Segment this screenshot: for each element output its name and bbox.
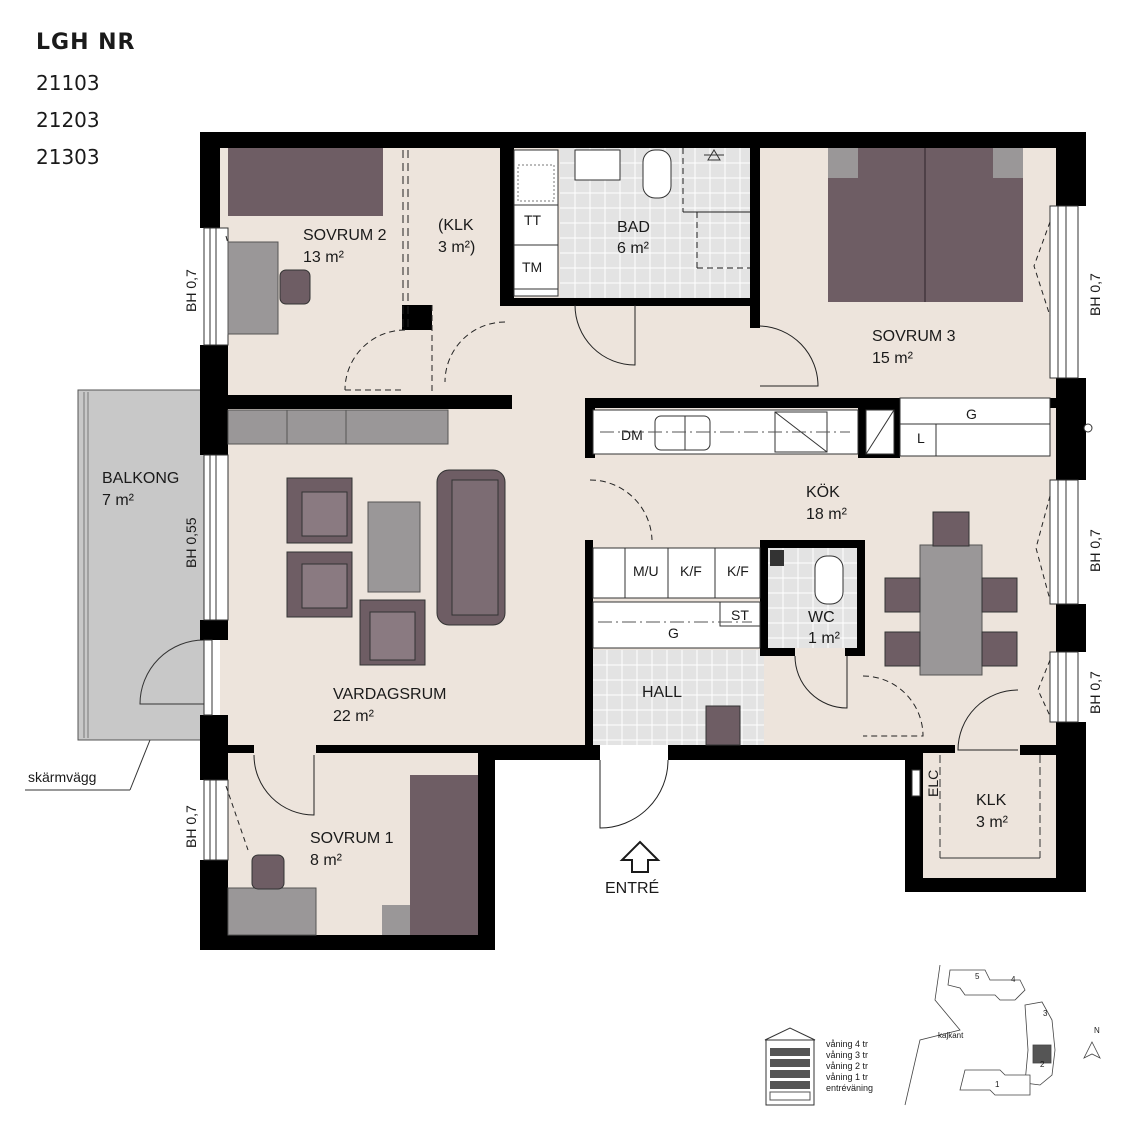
wc-area: 1 m² — [808, 630, 841, 647]
keymap-number-3: 3 — [1043, 1009, 1048, 1018]
skarmvagg-label: skärmvägg — [28, 769, 96, 785]
klk-bottom-area: 3 m² — [976, 814, 1009, 831]
keymap-number-2: 2 — [1040, 1060, 1045, 1069]
klk-top-name: (KLK — [438, 217, 474, 234]
desk-sovrum2 — [227, 241, 279, 335]
dining-table — [919, 544, 983, 676]
fixture-labels: TT TM DM L G M/U K/F K/F ST G ELC — [522, 212, 977, 797]
chair-sovrum2 — [279, 269, 311, 305]
bh-kok1-label: BH 0,7 — [1087, 529, 1103, 572]
wc-name: WC — [808, 609, 835, 626]
tt-label: TT — [524, 212, 542, 228]
floor-entry-label: entréväning — [826, 1083, 873, 1093]
keymap-number-4: 4 — [1011, 975, 1016, 984]
doors — [225, 148, 1051, 851]
bh-sov3-label: BH 0,7 — [1087, 273, 1103, 316]
apartment-number-1: 21103 — [36, 71, 100, 95]
vardagsrum-area: 22 m² — [333, 708, 375, 725]
kajkant-label: kajkant — [938, 1031, 964, 1040]
chair-sovrum1 — [251, 854, 285, 890]
kf2-label: K/F — [727, 563, 749, 579]
entrance-arrow-icon — [619, 840, 661, 873]
wardrobe-sovrum1 — [410, 775, 478, 935]
balcony — [25, 389, 207, 791]
bed-sovrum2 — [228, 148, 383, 216]
bathroom-cabinet — [574, 149, 621, 181]
mu-label: M/U — [633, 563, 659, 579]
bad-area: 6 m² — [617, 240, 650, 257]
site-key-map: 5 4 3 2 1 kajkant N — [904, 964, 1101, 1106]
window-labels: BH 0,7 BH 0,55 BH 0,7 BH 0,7 BH 0,7 BH 0… — [183, 269, 1103, 848]
toilet-bad — [642, 149, 672, 199]
bh-sov2-label: BH 0,7 — [183, 269, 199, 312]
hall-bench — [705, 705, 741, 746]
furniture — [227, 148, 1093, 936]
apartment-number-2: 21203 — [36, 108, 100, 132]
sovrum1-area: 8 m² — [310, 852, 343, 869]
kf1-label: K/F — [680, 563, 702, 579]
floor-level-legend: våning 4 tr våning 3 tr våning 2 tr våni… — [764, 1027, 873, 1106]
hall-name: HALL — [642, 684, 682, 701]
sideboard — [227, 409, 449, 445]
floor-3-label: våning 3 tr — [826, 1050, 868, 1060]
sovrum3-area: 15 m² — [872, 350, 914, 367]
elc-label: ELC — [925, 770, 941, 797]
floor-1-label: våning 1 tr — [826, 1072, 868, 1082]
apartment-header: LGH NR 21103 21203 21303 — [36, 30, 136, 176]
vardagsrum-name: VARDAGSRUM — [333, 686, 447, 703]
tm-label: TM — [522, 259, 542, 275]
kitchen-counter-mid — [592, 547, 761, 599]
apartment-number-3: 21303 — [36, 145, 100, 169]
keymap-number-5: 5 — [975, 972, 980, 981]
floor-4-label: våning 4 tr — [826, 1039, 868, 1049]
kok-area: 18 m² — [806, 506, 848, 523]
kok-name: KÖK — [806, 483, 840, 501]
north-arrow-icon — [1083, 1041, 1101, 1059]
sovrum1-name: SOVRUM 1 — [310, 830, 394, 847]
l-label: L — [917, 430, 925, 446]
st-label: ST — [731, 607, 749, 623]
klk-bottom-name: KLK — [976, 792, 1007, 809]
balkong-area: 7 m² — [102, 492, 135, 509]
floor-2-label: våning 2 tr — [826, 1061, 868, 1071]
keymap-number-1: 1 — [995, 1080, 1000, 1089]
balkong-name: BALKONG — [102, 470, 179, 487]
windows — [203, 205, 1079, 861]
entre-label: ENTRÉ — [605, 878, 659, 897]
dm-label: DM — [621, 427, 643, 443]
g-top-label: G — [966, 406, 977, 422]
sovrum3-name: SOVRUM 3 — [872, 328, 956, 345]
bh-sov1-label: BH 0,7 — [183, 805, 199, 848]
klk-top-area: 3 m²) — [438, 239, 475, 256]
north-label: N — [1094, 1026, 1100, 1035]
apartment-number-title: LGH NR — [36, 30, 136, 55]
bh-kok2-label: BH 0,7 — [1087, 671, 1103, 714]
coffee-table — [367, 501, 421, 593]
bad-name: BAD — [617, 219, 650, 236]
sovrum2-name: SOVRUM 2 — [303, 227, 387, 244]
sovrum2-area: 13 m² — [303, 249, 345, 266]
room-labels: SOVRUM 2 13 m² (KLK 3 m²) BAD 6 m² SOVRU… — [102, 217, 1009, 869]
desk-sovrum1 — [227, 887, 317, 936]
toilet-wc — [814, 555, 844, 605]
bh-balkong-label: BH 0,55 — [183, 517, 199, 568]
g-mid-label: G — [668, 625, 679, 641]
